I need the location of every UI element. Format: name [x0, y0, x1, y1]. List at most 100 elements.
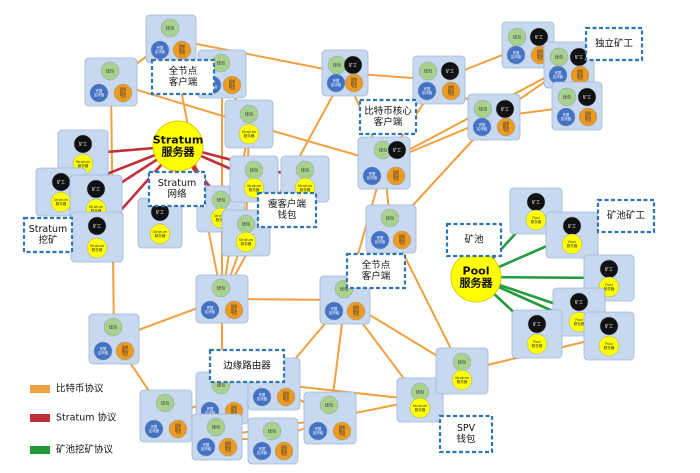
callout-box	[345, 252, 407, 290]
stratum-server-icon-label: Stratum	[76, 160, 91, 164]
callout-box	[445, 222, 503, 258]
routing-icon-label: 路由	[537, 52, 543, 57]
blockchain-icon-label: 完整	[207, 305, 214, 310]
routing-icon-label: 节点	[339, 432, 346, 437]
pool-server-icon-label: Pool	[568, 240, 575, 244]
wallet-icon-label: 钱包	[245, 111, 254, 117]
callout-text: 钱包	[456, 433, 476, 445]
blockchain-icon-label: 完整	[377, 235, 384, 240]
wallet-icon	[100, 61, 120, 81]
wallet-icon-label: 钱包	[217, 285, 226, 291]
wallet-icon	[262, 421, 282, 441]
stratum-server-icon-label: 服务器	[78, 163, 89, 168]
wallet-icon	[211, 278, 231, 298]
routing-icon-label: 节点	[281, 452, 288, 457]
blockchain-icon	[252, 441, 272, 461]
legend-label: 比特币协议	[56, 383, 104, 395]
wallet-icon-label: 钱包	[268, 428, 277, 434]
legend-label: 矿池挖矿协议	[56, 444, 114, 456]
callout-box	[584, 26, 644, 62]
blockchain-icon-label: 完整	[315, 426, 322, 431]
stratum-server-icon	[451, 369, 473, 391]
blockchain-icon-label: 区块链	[511, 54, 522, 59]
blockchain-icon	[370, 230, 390, 250]
blockchain-icon	[308, 421, 328, 441]
routing-icon-label: 路由	[229, 82, 235, 87]
routing-icon	[441, 81, 461, 101]
routing-icon-label: 网络	[399, 233, 406, 238]
wallet-icon-label: 钱包	[301, 167, 310, 173]
miner-icon-label: 矿工	[575, 299, 583, 305]
blockchain-icon	[252, 387, 272, 407]
blockchain-icon-label: 完整	[207, 406, 214, 411]
wallet-icon-label: 钱包	[513, 34, 522, 40]
blockchain-icon	[362, 166, 382, 186]
routing-icon-label: 网络	[122, 344, 129, 349]
callout-box	[358, 98, 418, 136]
routing-icon-label: 节点	[577, 76, 584, 81]
wallet-icon-label: 钱包	[109, 324, 118, 330]
callout-edge-router: 边缘路由器	[208, 348, 286, 384]
routing-icon-label: 节点	[585, 118, 592, 123]
routing-icon-label: 路由	[283, 394, 289, 399]
legend-swatch	[30, 414, 50, 422]
stratum-server-icon	[409, 397, 431, 419]
stratum-server-icon-label: 服务器	[244, 133, 255, 138]
routing-icon-label: 节点	[120, 94, 127, 99]
wallet-icon	[557, 87, 577, 107]
blockchain-icon-label: 完整	[259, 446, 266, 451]
miner-icon	[387, 140, 407, 160]
blockchain-icon	[196, 437, 216, 457]
routing-icon-label: 路由	[339, 428, 345, 433]
routing-icon-label: 路由	[281, 448, 287, 453]
blockchain-icon-label: 区块链	[149, 428, 160, 433]
routing-icon	[578, 107, 598, 127]
routing-icon	[344, 73, 364, 93]
wallet-icon-label: 钱包	[379, 147, 388, 153]
stratum-server-icon-label: 服务器	[91, 208, 102, 213]
routing-icon-label: 节点	[283, 398, 290, 403]
routing-icon-label: 节点	[448, 92, 455, 97]
routing-icon-label: 节点	[503, 128, 510, 133]
routing-icon	[386, 166, 406, 186]
wallet-icon-label: 钱包	[217, 197, 226, 203]
wallet-icon-label: 钱包	[217, 60, 226, 66]
routing-icon-label: 网络	[393, 169, 400, 174]
blockchain-icon-label: 完整	[151, 424, 158, 429]
callout-box	[22, 216, 74, 254]
blockchain-icon-label: 区块链	[375, 239, 386, 244]
stratum-server-icon	[235, 231, 257, 253]
pool-server-icon-label: Pool	[533, 340, 540, 344]
routing-icon-label: 网络	[283, 390, 290, 395]
node-3: 钱包矿工完整区块链网络路由节点	[321, 49, 369, 97]
stratum-server-icon-label: Stratum	[239, 238, 254, 242]
wallet-icon-label: 钱包	[416, 389, 425, 395]
blockchain-icon-label: 区块链	[367, 175, 378, 180]
miner-icon-label: 矿工	[575, 54, 583, 60]
stratum-server-icon-label: 服务器	[249, 187, 260, 192]
routing-icon-label: 节点	[229, 86, 236, 91]
blockchain-icon-label: 区块链	[553, 74, 564, 79]
pool-server-hub-label: 服务器	[460, 276, 494, 290]
routing-icon-label: 路由	[503, 124, 509, 129]
wallet-icon-label: 钱包	[340, 286, 349, 292]
callout-labels: 全节点客户端比特币核心客户端独立矿工Stratum网络瘦客户端钱包Stratum…	[22, 26, 656, 454]
callout-pool: 矿池	[445, 222, 503, 258]
wallet-icon-label: 钱包	[166, 25, 175, 31]
callout-box	[256, 191, 318, 229]
blockchain-icon-label: 完整	[100, 346, 107, 351]
stratum-server-icon-label: Stratum	[90, 244, 105, 248]
miner-icon-label: 矿工	[568, 223, 576, 229]
wallet-icon-label: 钱包	[479, 106, 488, 112]
routing-icon-label: 网络	[577, 68, 584, 73]
